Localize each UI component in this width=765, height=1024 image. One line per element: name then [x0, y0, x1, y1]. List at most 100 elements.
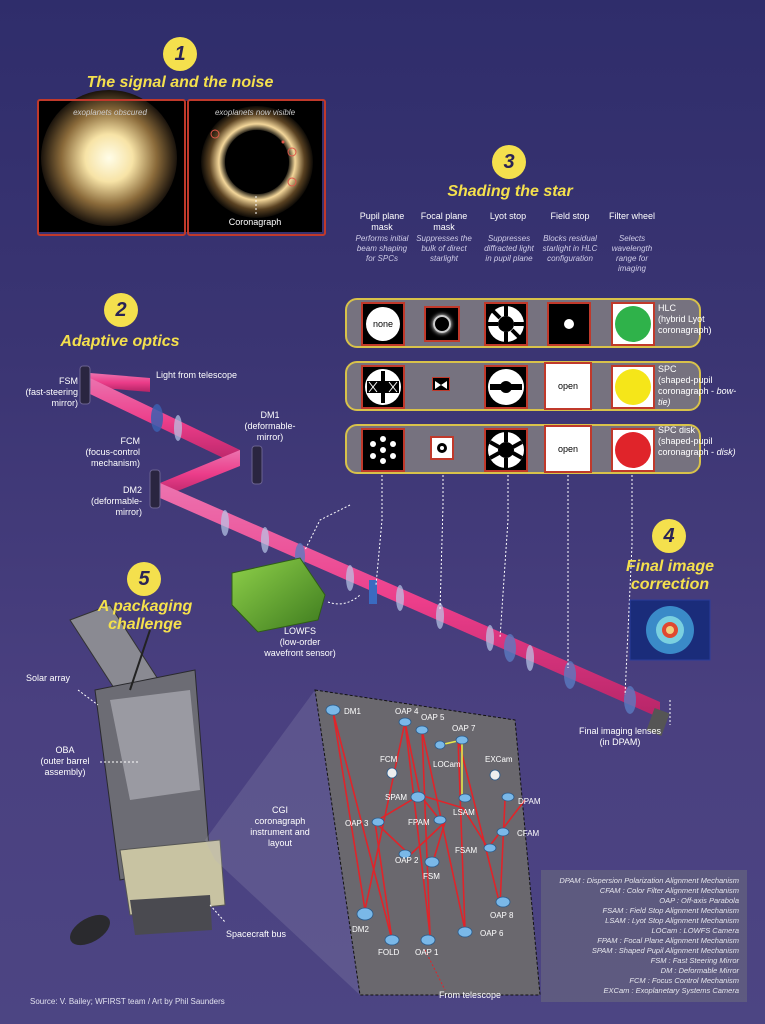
lowfs-box — [231, 557, 326, 633]
legend-entry: CFAM : Color Filter Alignment Mechanism — [599, 886, 739, 895]
section-1-title: The signal and the noise — [86, 74, 274, 91]
layout-optics — [325, 704, 515, 946]
star-obscured-panel — [37, 99, 186, 236]
section-2-number: 2 — [104, 293, 138, 327]
col-focal-desc: Suppresses the bulk of direct starlight — [416, 234, 472, 263]
lens — [486, 625, 494, 651]
comp-cfam: CFAM — [517, 829, 540, 838]
col-pupil-title: Pupil plane mask — [359, 211, 405, 232]
light-beam — [90, 373, 660, 718]
col-pupil-desc: Performs initial beam shaping for SPCs — [355, 234, 409, 263]
disk-field-stop: open — [544, 425, 592, 473]
legend-entry: FCM : Focus Control Mechanism — [629, 976, 739, 985]
comp-oap1: OAP 1 — [415, 948, 439, 957]
col-filter-title: Filter wheel — [608, 211, 655, 221]
dm1-label: DM1 (deformable- mirror) — [244, 410, 296, 442]
comp-fold: FOLD — [378, 948, 400, 957]
comp-oap4: OAP 4 — [395, 707, 419, 716]
solar-array-label: Solar array — [26, 673, 71, 683]
spc-disk-label: SPC disk (shaped-pupil coronagraph - dis… — [658, 425, 736, 457]
comp-dm1: DM1 — [344, 707, 361, 716]
col-filter-desc: Selects wavelength range for imaging — [611, 234, 653, 273]
final-lenses — [646, 707, 670, 737]
field-open-text: open — [557, 444, 579, 454]
section-2-title: Adaptive optics — [60, 333, 180, 350]
lens — [436, 603, 444, 629]
legend-entry: DPAM : Dispersion Polarization Alignment… — [559, 876, 739, 885]
lyot-stop — [504, 634, 516, 662]
planet-marker — [281, 140, 285, 144]
cgi-label: CGI coronagraph instrument and layout — [250, 805, 310, 848]
dm2-label: DM2 (deformable- mirror) — [90, 485, 142, 517]
field-open-text: open — [557, 381, 579, 391]
disk-focal-mask — [430, 436, 454, 460]
source-credit: Source: V. Bailey; WFIRST team / Art by … — [30, 997, 225, 1006]
comp-dm2: DM2 — [352, 925, 369, 934]
fcm-label: FCM (focus-control mechanism) — [85, 436, 140, 468]
section-3-number: 3 — [492, 145, 526, 179]
lens — [526, 645, 534, 671]
spc-focal-mask — [432, 377, 450, 391]
filter-green-icon — [615, 306, 651, 342]
visible-caption: exoplanets now visible — [214, 108, 296, 117]
dm2-mirror — [149, 469, 161, 509]
dm1-mirror — [251, 445, 263, 485]
fsm-label: FSM (fast-steering mirror) — [25, 376, 78, 408]
focal-mask — [369, 580, 377, 604]
comp-fsam: FSAM — [455, 846, 478, 855]
lens — [221, 510, 229, 536]
obscured-caption: exoplanets obscured — [73, 108, 147, 117]
hlc-lyot-stop — [484, 302, 528, 346]
spc-lyot-stop — [484, 365, 528, 409]
fsm-mirror — [79, 365, 91, 405]
comp-oap3: OAP 3 — [345, 819, 369, 828]
hlc-filter — [611, 302, 655, 346]
coronagraph-disk — [225, 130, 289, 194]
section-1-number: 1 — [163, 37, 197, 71]
legend-entry: DM : Deformable Mirror — [660, 966, 739, 975]
comp-oap2: OAP 2 — [395, 856, 419, 865]
comp-oap6: OAP 6 — [480, 929, 504, 938]
lens — [261, 527, 269, 553]
hlc-pupil-mask: none — [361, 302, 405, 346]
comp-excam: EXCam — [485, 755, 513, 764]
hlc-label: HLC (hybrid Lyot coronagraph) — [658, 303, 712, 335]
from-telescope-label: From telescope — [438, 990, 502, 1000]
final-lenses-label: Final imaging lenses (in DPAM) — [578, 726, 662, 747]
comp-lsam: LSAM — [453, 808, 475, 817]
disk-pupil-mask — [361, 428, 405, 472]
legend-entry: OAP : Off-axis Parabola — [659, 896, 739, 905]
acronym-legend: DPAM : Dispersion Polarization Alignment… — [541, 870, 747, 1002]
col-field-title: Field stop — [550, 211, 590, 221]
spacecraft-bus-label: Spacecraft bus — [226, 929, 287, 939]
col-field-desc: Blocks residual starlight in HLC configu… — [542, 234, 598, 263]
col-focal-title: Focal plane mask — [420, 211, 468, 232]
filter-red-icon — [615, 432, 651, 468]
lowfs-label: LOWFS (low-order wavefront sensor) — [264, 626, 336, 658]
legend-entry: LSAM : Lyot Stop Alignment Mechanism — [605, 916, 739, 925]
legend-entry: LOCam : LOWFS Camera — [651, 926, 739, 935]
section-5-title: A packaging challenge — [97, 598, 193, 633]
comp-oap7: OAP 7 — [452, 724, 476, 733]
oba-label: OBA (outer barrel assembly) — [40, 745, 90, 777]
disk-lyot-stop — [484, 428, 528, 472]
fcm-lens — [151, 404, 163, 432]
comp-fcm: FCM — [380, 755, 398, 764]
legend-entry: FSM : Fast Steering Mirror — [650, 956, 739, 965]
col-lyot-title: Lyot stop — [489, 211, 527, 221]
comp-fsm: FSM — [423, 872, 440, 881]
spc-field-stop: open — [544, 362, 592, 410]
comp-locam: LOCam — [433, 760, 461, 769]
comp-spam: SPAM — [385, 793, 408, 802]
lens — [346, 565, 354, 591]
telescope-illustration — [69, 604, 226, 946]
lens — [174, 415, 182, 441]
legend-entry: SPAM : Shaped Pupil Alignment Mechanism — [591, 946, 739, 955]
field-stop — [564, 661, 576, 689]
filter-wheel — [624, 686, 636, 714]
comp-oap5: OAP 5 — [421, 713, 445, 722]
hlc-field-stop — [547, 302, 591, 346]
coronagraph-label: Coronagraph — [228, 217, 282, 227]
planet-marker — [287, 147, 297, 157]
